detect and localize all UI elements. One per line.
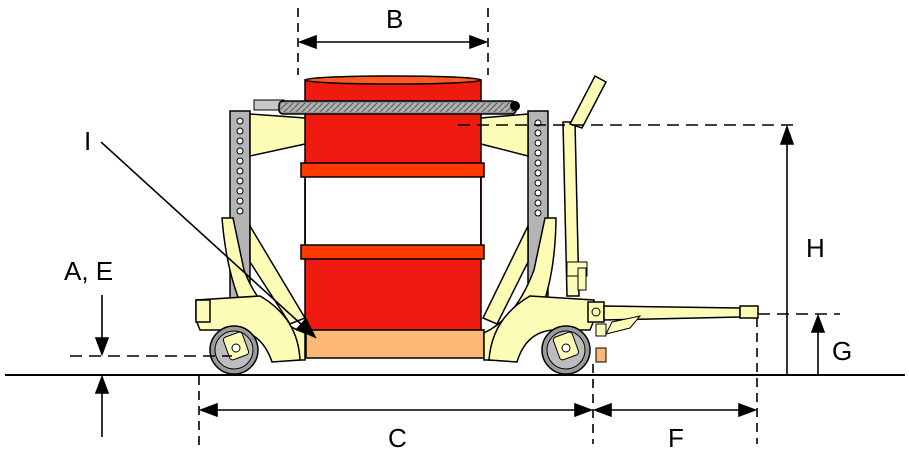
dimension-g <box>758 313 840 375</box>
left-wheel <box>209 325 259 375</box>
push-handle <box>562 74 608 297</box>
label-f: F <box>668 423 684 453</box>
label-c: C <box>388 423 407 453</box>
right-wheel <box>541 325 591 375</box>
right-lower-arm <box>481 225 529 325</box>
base-platform <box>305 329 485 359</box>
label-i: I <box>84 126 91 156</box>
dimension-h <box>458 124 800 375</box>
drum-band-upper <box>300 162 485 178</box>
dimension-a-e <box>70 295 232 437</box>
drum-white-gap <box>306 177 480 247</box>
label-g: G <box>832 336 852 366</box>
dimension-b <box>297 8 489 75</box>
left-clamp-arm <box>249 113 306 157</box>
label-a-e: A, E <box>64 256 113 286</box>
drum-band-lower <box>300 244 485 260</box>
tow-bar <box>587 301 759 363</box>
dimension-f <box>592 318 758 444</box>
dimension-c <box>198 364 594 448</box>
label-b: B <box>386 4 403 34</box>
label-h: H <box>806 233 825 263</box>
left-end-block <box>195 299 211 323</box>
leader-i <box>100 141 317 339</box>
right-wheel-fork <box>488 295 595 363</box>
clamp-strap <box>253 99 520 115</box>
right-clamp-arm <box>480 113 529 157</box>
